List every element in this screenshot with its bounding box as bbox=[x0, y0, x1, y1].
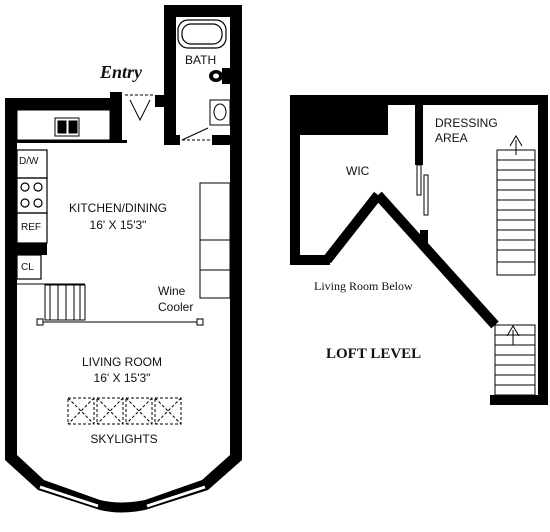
skylights-graphic bbox=[67, 397, 182, 425]
wall-segment bbox=[17, 243, 47, 255]
loft-walls bbox=[290, 95, 548, 405]
living-below-label: Living Room Below bbox=[314, 279, 413, 293]
main-stairs bbox=[17, 283, 86, 321]
wic-label: WIC bbox=[346, 164, 370, 178]
entry-door bbox=[125, 94, 155, 122]
main-level-walls bbox=[5, 5, 242, 450]
living-dims: 16' X 15'3" bbox=[93, 371, 151, 385]
bathtub bbox=[177, 19, 227, 49]
sink bbox=[209, 99, 231, 126]
refrigerator-label: REF bbox=[21, 222, 41, 233]
loft-stairs-upper bbox=[496, 135, 536, 276]
dressing-label-2: AREA bbox=[435, 131, 468, 145]
entry-label: Entry bbox=[100, 62, 143, 82]
kitchen-name: KITCHEN/DINING bbox=[68, 201, 168, 215]
kitchen-dims: 16' X 15'3" bbox=[89, 218, 147, 232]
wine-label-1: Wine bbox=[158, 284, 186, 298]
toilet bbox=[209, 68, 230, 84]
railing bbox=[36, 318, 204, 326]
loft-diagonal bbox=[323, 191, 499, 329]
dishwasher-label: D/W bbox=[19, 156, 39, 167]
loft-stairs-lower bbox=[494, 324, 536, 396]
living-name: LIVING ROOM bbox=[81, 355, 163, 369]
closet-doors bbox=[416, 164, 429, 216]
kitchen-counter bbox=[16, 109, 111, 141]
loft-level-label: LOFT LEVEL bbox=[326, 346, 422, 362]
bay-window bbox=[5, 448, 242, 513]
skylights-label: SKYLIGHTS bbox=[90, 432, 158, 446]
dressing-label-1: DRESSING bbox=[435, 116, 498, 130]
bath-door bbox=[181, 127, 210, 141]
wine-label-2: Cooler bbox=[158, 300, 194, 314]
wine-cooler-counter bbox=[199, 182, 231, 299]
closet-label: CL bbox=[21, 262, 34, 273]
bath-label: BATH bbox=[185, 53, 217, 67]
appliance-column bbox=[16, 149, 48, 280]
